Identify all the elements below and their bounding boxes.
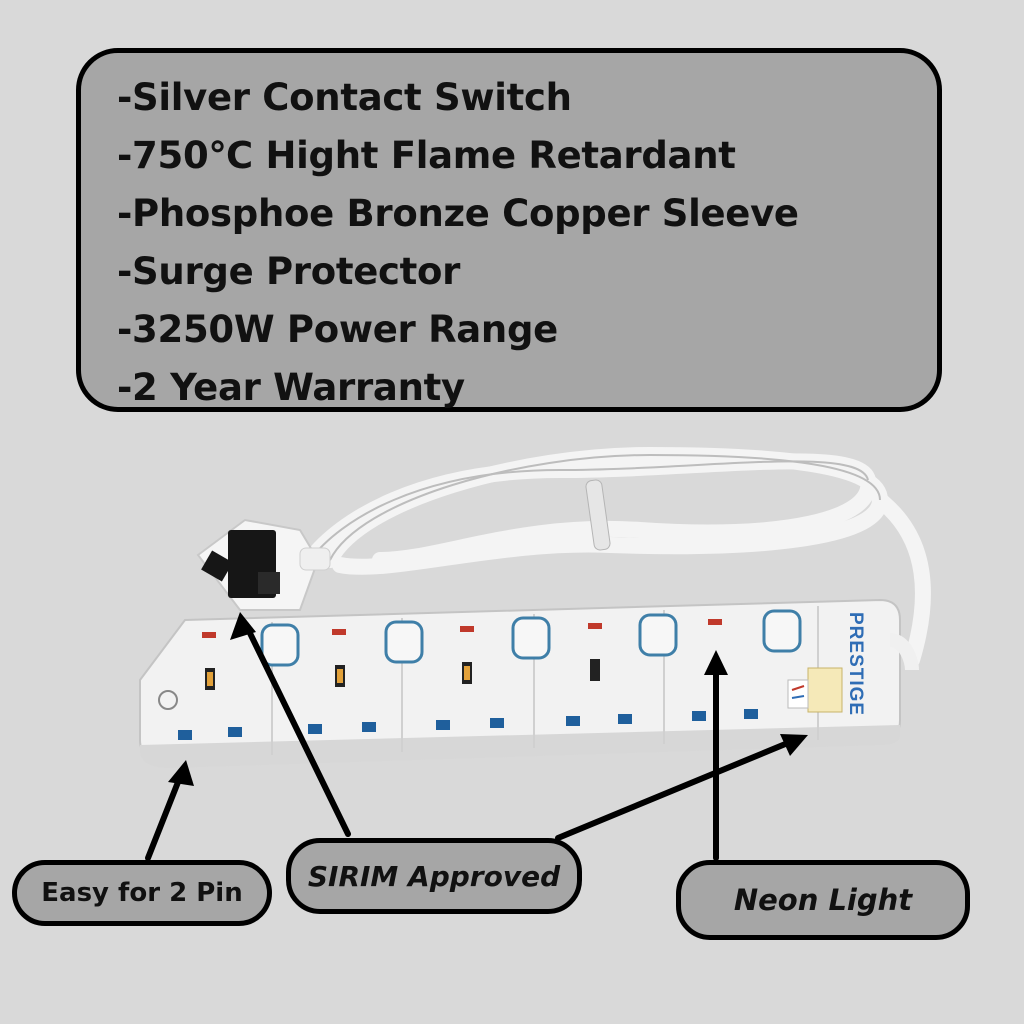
feature-surge-protector: -Surge Protector <box>117 250 461 293</box>
feature-warranty: -2 Year Warranty <box>117 366 465 409</box>
brand-label: PRESTIGE <box>845 612 866 717</box>
callout-neon-light: Neon Light <box>676 860 970 940</box>
feature-power-range: -3250W Power Range <box>117 308 558 351</box>
feature-copper-sleeve: -Phosphoe Bronze Copper Sleeve <box>117 192 799 235</box>
feature-flame-retardant: -750℃ Hight Flame Retardant <box>117 134 736 177</box>
feature-silver-contact: -Silver Contact Switch <box>117 76 572 119</box>
socket-switches <box>260 609 802 667</box>
features-box: -Silver Contact Switch -750℃ Hight Flame… <box>76 48 942 412</box>
neon-indicator-lights <box>202 619 722 638</box>
plug <box>196 518 331 611</box>
callout-arrows <box>145 622 798 861</box>
extension-socket <box>139 598 919 768</box>
callout-two-pin: Easy for 2 Pin <box>12 860 272 926</box>
callout-sirim-approved: SIRIM Approved <box>286 838 582 914</box>
